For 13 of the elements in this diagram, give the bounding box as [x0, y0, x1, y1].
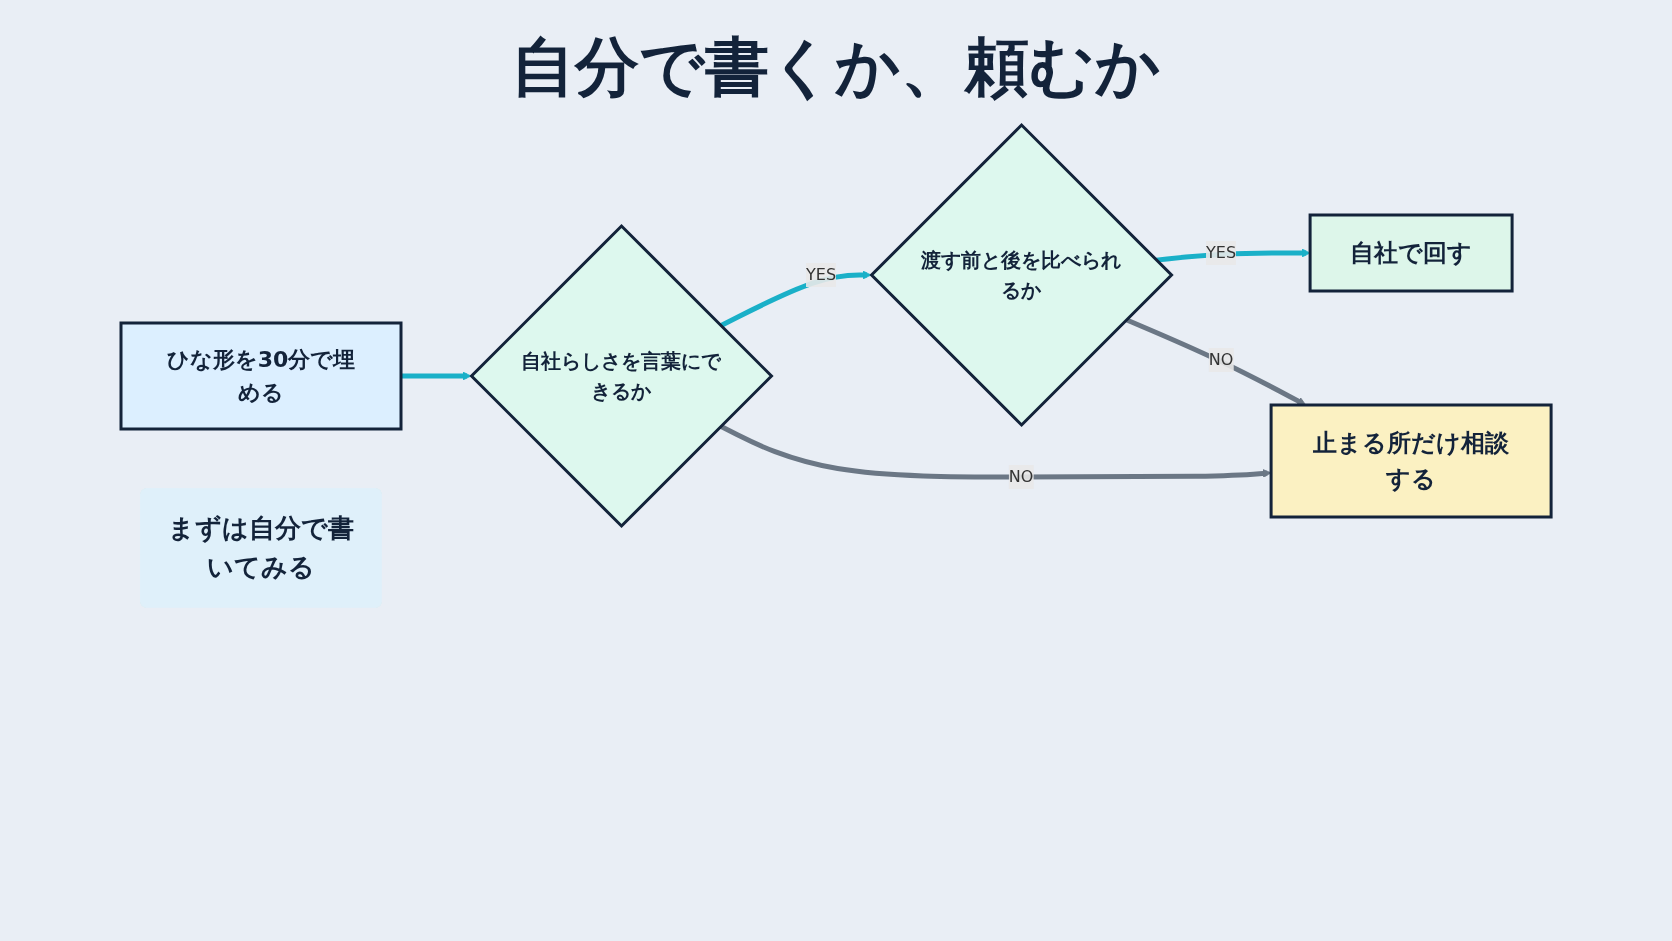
node-box: 自社で回す — [1308, 213, 1514, 293]
arrow — [400, 371, 472, 381]
edge-label: YES — [1206, 243, 1237, 262]
node-box: ひな形を30分で埋める — [119, 321, 403, 431]
edge-label: NO — [1208, 350, 1234, 369]
arrow — [1125, 317, 1307, 406]
node-diamond: 自社らしさを言葉にできるか — [469, 223, 774, 529]
title: 自分で書くか、頼むか — [510, 29, 1162, 106]
edge-label: NO — [1008, 467, 1034, 486]
node-diamond: 渡す前と後を比べられるか — [869, 122, 1174, 428]
arrow — [719, 424, 1272, 480]
node-box: 止まる所だけ相談する — [1269, 403, 1553, 519]
edge-label: YES — [805, 265, 836, 284]
